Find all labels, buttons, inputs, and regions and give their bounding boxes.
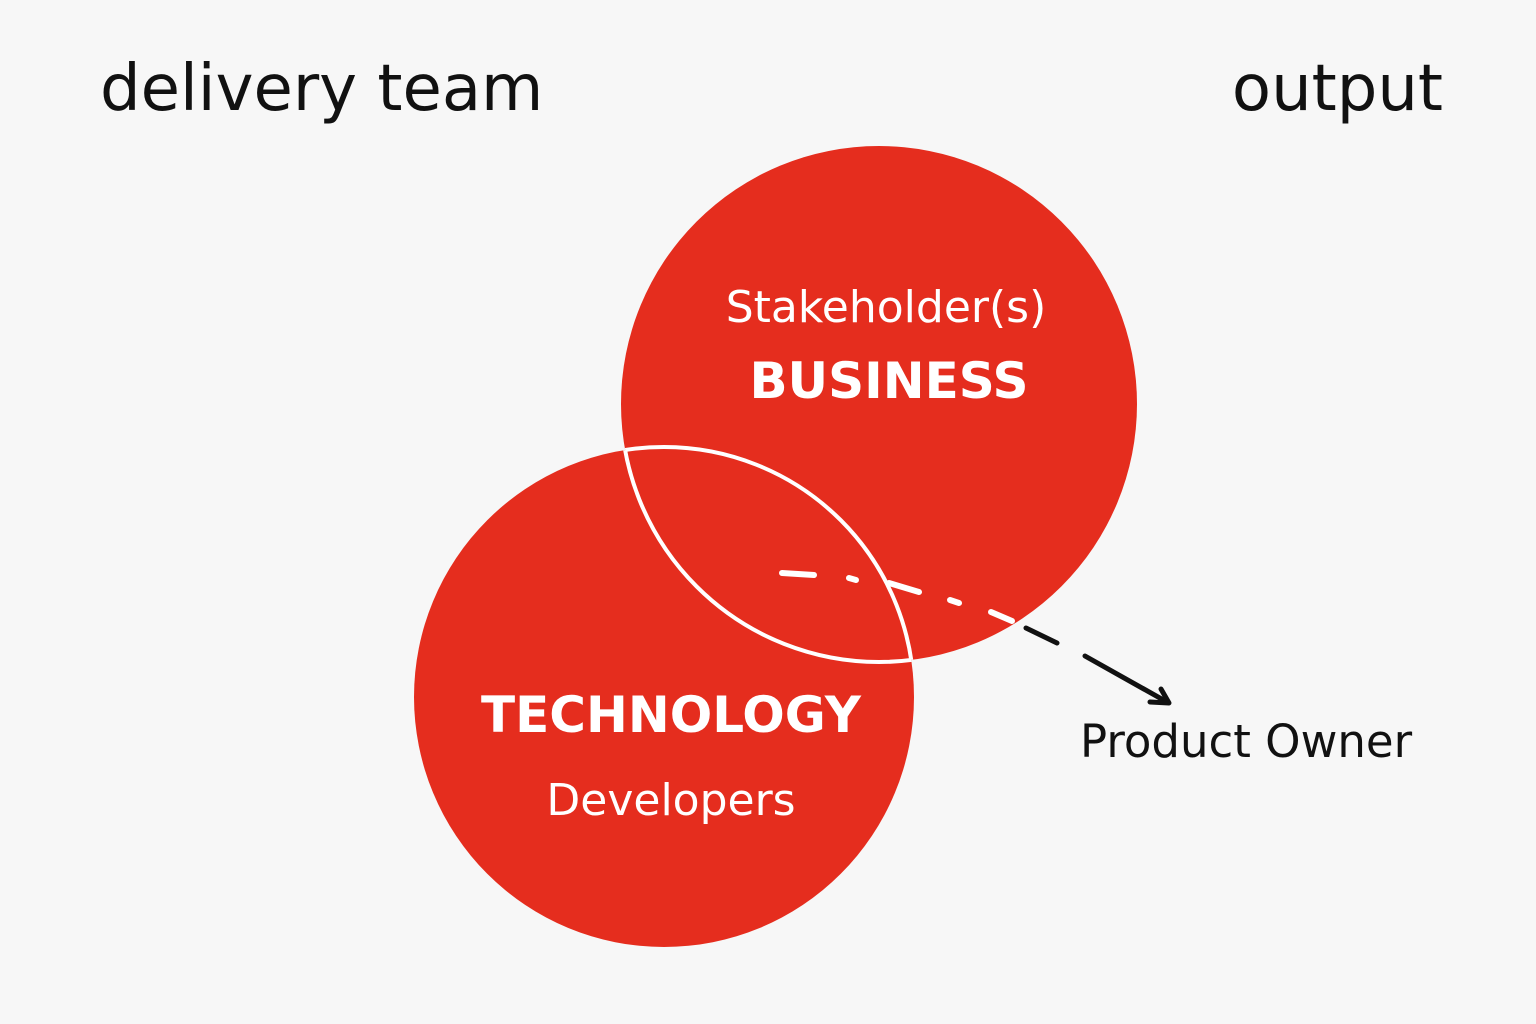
developers-label: Developers (546, 775, 795, 826)
product-owner-label: Product Owner (1080, 715, 1413, 768)
delivery-team-label: delivery team (100, 52, 543, 126)
output-label: output (1232, 52, 1443, 126)
business-title: BUSINESS (749, 352, 1028, 410)
dashed-arrow (779, 570, 1172, 706)
intersection-outline (619, 445, 916, 664)
stakeholders-label: Stakeholder(s) (726, 282, 1047, 333)
arrowhead-icon (1147, 686, 1172, 706)
technology-title: TECHNOLOGY (481, 686, 862, 744)
